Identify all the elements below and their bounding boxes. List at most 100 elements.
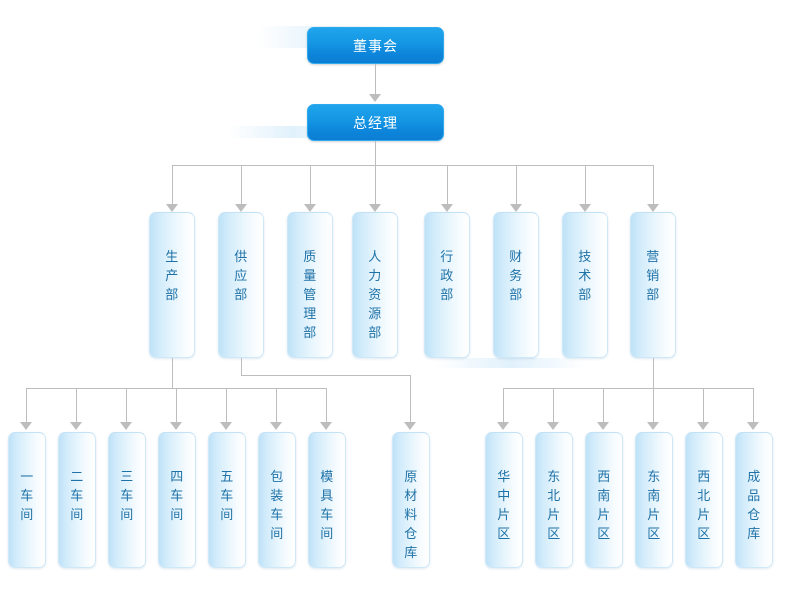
connector-drop-region-3 — [603, 388, 604, 425]
node-dept-marketing[interactable]: 营销部 — [630, 212, 676, 358]
connector-drop-dept-4 — [375, 165, 376, 207]
node-warehouse-raw[interactable]: 原材料仓库 — [392, 432, 430, 568]
arrow-dept-4 — [369, 204, 381, 212]
node-region-northeast[interactable]: 东北片区 — [535, 432, 573, 568]
connector-drop-workshop-7 — [326, 388, 327, 425]
node-general-manager[interactable]: 总经理 — [307, 104, 444, 141]
arrow-workshop-3 — [120, 422, 132, 430]
arrow-region-1 — [497, 422, 509, 430]
connector-drop-region-4 — [653, 388, 654, 425]
arrow-dept-5 — [441, 204, 453, 212]
connector-marketing-stem — [653, 358, 654, 388]
connector-drop-workshop-1 — [26, 388, 27, 425]
node-workshop-5[interactable]: 五车间 — [208, 432, 246, 568]
node-dept-production-label: 生产部 — [165, 249, 179, 302]
node-workshop-packaging-label: 包装车间 — [270, 469, 284, 541]
node-warehouse-raw-label: 原材料仓库 — [404, 469, 418, 560]
arrow-raw-warehouse — [404, 422, 416, 430]
arrow-dept-6 — [510, 204, 522, 212]
arrow-dept-2 — [235, 204, 247, 212]
connector-drop-dept-7 — [585, 165, 586, 207]
node-workshop-2[interactable]: 二车间 — [58, 432, 96, 568]
node-board-of-directors-label: 董事会 — [353, 37, 398, 54]
node-workshop-packaging[interactable]: 包装车间 — [258, 432, 296, 568]
node-region-southwest-label: 西南片区 — [597, 469, 611, 541]
node-dept-production[interactable]: 生产部 — [149, 212, 195, 358]
connector-drop-workshop-2 — [76, 388, 77, 425]
node-workshop-1-label: 一车间 — [20, 469, 34, 522]
arrow-dept-3 — [304, 204, 316, 212]
node-dept-quality[interactable]: 质量管理部 — [287, 212, 333, 358]
node-warehouse-finished-label: 成品仓库 — [747, 469, 761, 541]
node-dept-hr[interactable]: 人力资源部 — [352, 212, 398, 358]
node-region-central-label: 华中片区 — [497, 469, 511, 541]
node-dept-finance[interactable]: 财务部 — [493, 212, 539, 358]
connector-drop-dept-3 — [310, 165, 311, 207]
connector-drop-region-1 — [503, 388, 504, 425]
connector-supply-elbow — [241, 375, 410, 376]
node-workshop-mold-label: 模具车间 — [320, 469, 334, 541]
connector-drop-dept-2 — [241, 165, 242, 207]
arrow-region-3 — [597, 422, 609, 430]
node-workshop-4-label: 四车间 — [170, 469, 184, 522]
connector-gm-stem — [375, 141, 376, 165]
node-dept-marketing-label: 营销部 — [646, 249, 660, 302]
node-dept-finance-label: 财务部 — [509, 249, 523, 302]
node-dept-quality-label: 质量管理部 — [303, 249, 317, 340]
connector-drop-region-6 — [753, 388, 754, 425]
node-dept-supply-label: 供应部 — [234, 249, 248, 302]
node-region-southeast-label: 东南片区 — [647, 469, 661, 541]
node-region-southwest[interactable]: 西南片区 — [585, 432, 623, 568]
connector-drop-workshop-6 — [276, 388, 277, 425]
arrow-region-6 — [747, 422, 759, 430]
node-board-of-directors[interactable]: 董事会 — [307, 27, 444, 64]
arrow-region-4 — [647, 422, 659, 430]
node-dept-tech[interactable]: 技术部 — [562, 212, 608, 358]
node-region-southeast[interactable]: 东南片区 — [635, 432, 673, 568]
connector-drop-dept-1 — [172, 165, 173, 207]
node-region-northwest[interactable]: 西北片区 — [685, 432, 723, 568]
connector-supply-drop — [410, 375, 411, 425]
background-strip-lower — [436, 358, 586, 368]
node-region-northwest-label: 西北片区 — [697, 469, 711, 541]
node-workshop-2-label: 二车间 — [70, 469, 84, 522]
connector-drop-dept-8 — [653, 165, 654, 207]
node-workshop-5-label: 五车间 — [220, 469, 234, 522]
arrow-workshop-1 — [20, 422, 32, 430]
node-dept-admin[interactable]: 行政部 — [424, 212, 470, 358]
connector-drop-dept-5 — [447, 165, 448, 207]
node-workshop-4[interactable]: 四车间 — [158, 432, 196, 568]
arrow-dept-7 — [579, 204, 591, 212]
node-dept-hr-label: 人力资源部 — [368, 249, 382, 340]
arrow-workshop-4 — [170, 422, 182, 430]
arrow-workshop-6 — [270, 422, 282, 430]
connector-supply-stem — [241, 358, 242, 375]
node-general-manager-label: 总经理 — [353, 114, 398, 131]
arrow-dept-1 — [166, 204, 178, 212]
connector-department-bus — [172, 165, 653, 166]
connector-region-bus — [503, 388, 753, 389]
connector-drop-workshop-3 — [126, 388, 127, 425]
node-workshop-1[interactable]: 一车间 — [8, 432, 46, 568]
node-dept-tech-label: 技术部 — [578, 249, 592, 302]
connector-production-stem — [172, 358, 173, 388]
arrow-region-5 — [697, 422, 709, 430]
arrow-workshop-7 — [320, 422, 332, 430]
arrow-region-2 — [547, 422, 559, 430]
node-workshop-3-label: 三车间 — [120, 469, 134, 522]
node-warehouse-finished[interactable]: 成品仓库 — [735, 432, 773, 568]
node-dept-supply[interactable]: 供应部 — [218, 212, 264, 358]
arrow-workshop-5 — [220, 422, 232, 430]
node-dept-admin-label: 行政部 — [440, 249, 454, 302]
arrow-board-to-gm — [369, 94, 381, 102]
connector-board-to-gm — [375, 64, 376, 94]
node-workshop-3[interactable]: 三车间 — [108, 432, 146, 568]
arrow-workshop-2 — [70, 422, 82, 430]
node-workshop-mold[interactable]: 模具车间 — [308, 432, 346, 568]
node-region-northeast-label: 东北片区 — [547, 469, 561, 541]
node-region-central[interactable]: 华中片区 — [485, 432, 523, 568]
arrow-dept-8 — [647, 204, 659, 212]
connector-drop-region-5 — [703, 388, 704, 425]
connector-drop-dept-6 — [516, 165, 517, 207]
